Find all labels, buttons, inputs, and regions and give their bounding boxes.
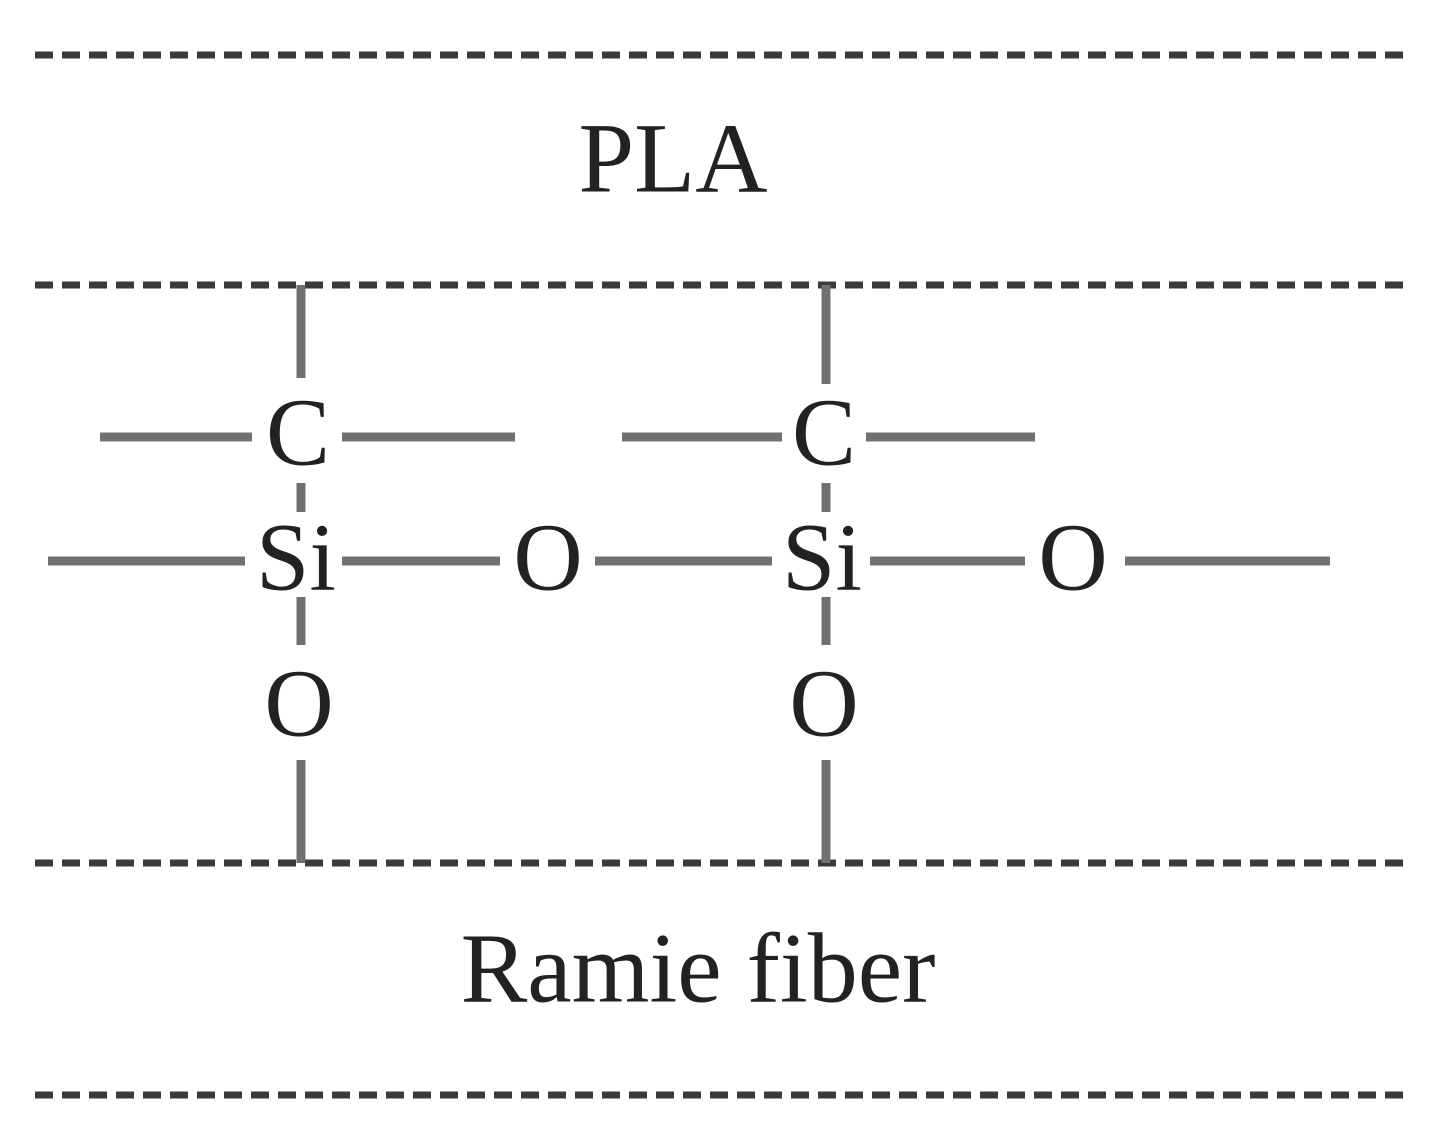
region-label-ramie-fiber: Ramie fiber bbox=[461, 913, 936, 1024]
region-label-pla: PLA bbox=[579, 103, 768, 214]
atom-carbon-1: C bbox=[266, 379, 330, 486]
atom-silicon-1: Si bbox=[256, 504, 336, 611]
atom-silicon-2: Si bbox=[782, 504, 862, 611]
atom-oxygen-lower-2: O bbox=[789, 650, 858, 757]
atom-carbon-2: C bbox=[792, 379, 856, 486]
atom-oxygen-bridge-1: O bbox=[513, 504, 582, 611]
atom-oxygen-lower-1: O bbox=[264, 650, 333, 757]
atom-oxygen-bridge-2: O bbox=[1038, 504, 1107, 611]
